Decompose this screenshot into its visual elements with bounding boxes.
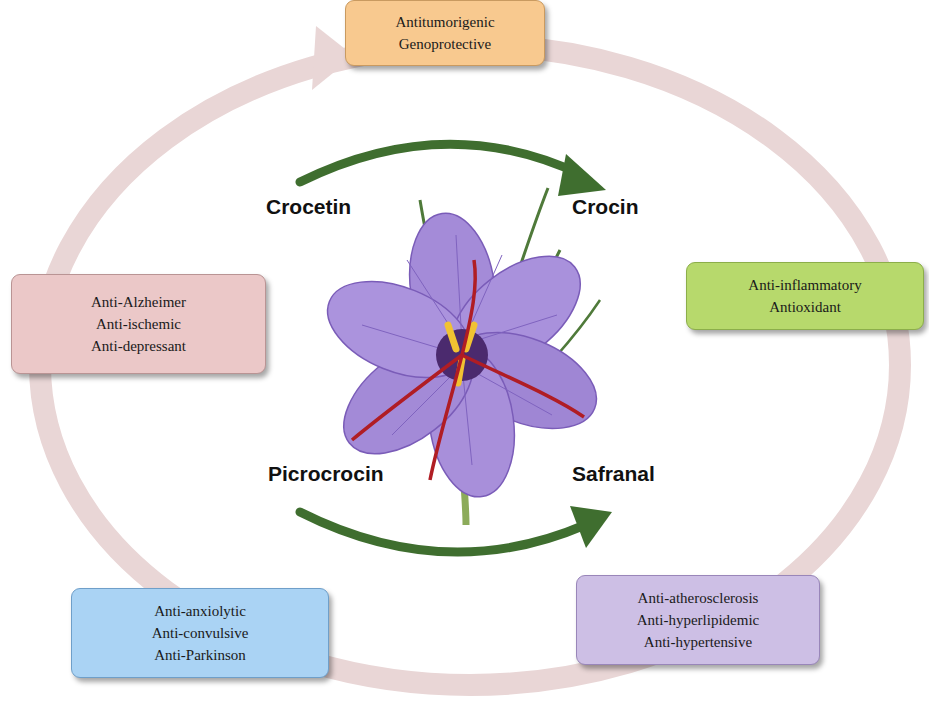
effect-text: Anti-convulsive — [152, 622, 249, 644]
effect-text: Anti-atherosclerosis — [638, 587, 759, 609]
effect-text: Anti-ischemic — [96, 313, 181, 335]
compound-label: Picrocrocin — [268, 462, 384, 486]
effect-text: Anti-inflammatory — [748, 274, 861, 296]
effect-box: AntitumorigenicGenoprotective — [345, 0, 545, 66]
effect-text: Antitumorigenic — [395, 11, 494, 33]
effect-text: Anti-Parkinson — [154, 644, 246, 666]
effect-box: Anti-inflammatoryAntioxidant — [686, 262, 924, 330]
effect-text: Antioxidant — [769, 296, 841, 318]
effect-text: Anti-hypertensive — [644, 631, 752, 653]
top-arrowhead — [558, 154, 606, 196]
compound-label: Safranal — [572, 462, 655, 486]
top-curved-arrow — [300, 144, 582, 182]
effect-box: Anti-atherosclerosisAnti-hyperlipidemicA… — [576, 575, 820, 665]
effect-text: Anti-Alzheimer — [91, 291, 186, 313]
effect-text: Anti-hyperlipidemic — [637, 609, 759, 631]
compound-label: Crocin — [572, 195, 639, 219]
effect-text: Genoprotective — [399, 33, 491, 55]
effect-text: Anti-depressant — [91, 335, 186, 357]
bottom-curved-arrow — [300, 512, 585, 552]
bottom-arrowhead — [570, 506, 612, 548]
effect-box: Anti-anxiolyticAnti-convulsiveAnti-Parki… — [71, 588, 329, 678]
compound-label: Crocetin — [266, 195, 351, 219]
effect-text: Anti-anxiolytic — [154, 600, 246, 622]
effect-box: Anti-AlzheimerAnti-ischemicAnti-depressa… — [11, 274, 266, 374]
